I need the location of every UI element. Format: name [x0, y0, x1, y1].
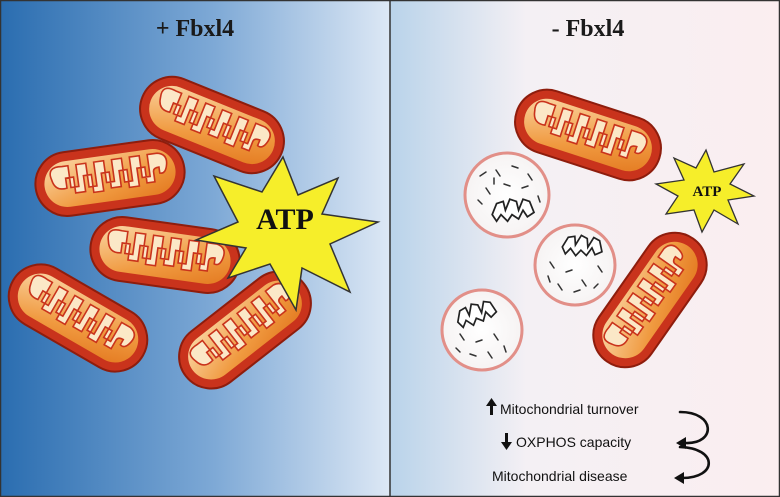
atp-label-small: ATP — [693, 184, 722, 200]
up-arrow-icon — [486, 398, 497, 415]
debris — [477, 165, 541, 205]
debris — [547, 261, 603, 293]
effect-turnover: Mitochondrial turnover — [500, 401, 639, 417]
atp-star-icon — [193, 155, 381, 313]
curved-arrow-icon — [678, 410, 710, 480]
down-arrow-icon — [501, 433, 512, 450]
right-panel-title: - Fbxl4 — [552, 16, 625, 42]
atp-burst-large: ATP — [193, 155, 381, 313]
atp-burst-small: ATP — [653, 148, 757, 234]
atp-star-icon — [653, 148, 757, 234]
arrowhead-icon — [674, 472, 684, 484]
autophagosome — [440, 288, 524, 372]
autophagosome — [463, 151, 551, 239]
arrowhead-icon — [676, 437, 686, 449]
effect-disease: Mitochondrial disease — [492, 468, 628, 484]
autophagosome — [533, 223, 617, 307]
left-panel-title: + Fbxl4 — [156, 16, 234, 42]
effects-list: Mitochondrial turnover OXPHOS capacity M… — [486, 398, 710, 484]
effect-oxphos: OXPHOS capacity — [516, 434, 631, 450]
atp-label-large: ATP — [256, 203, 314, 236]
debris — [455, 333, 507, 359]
